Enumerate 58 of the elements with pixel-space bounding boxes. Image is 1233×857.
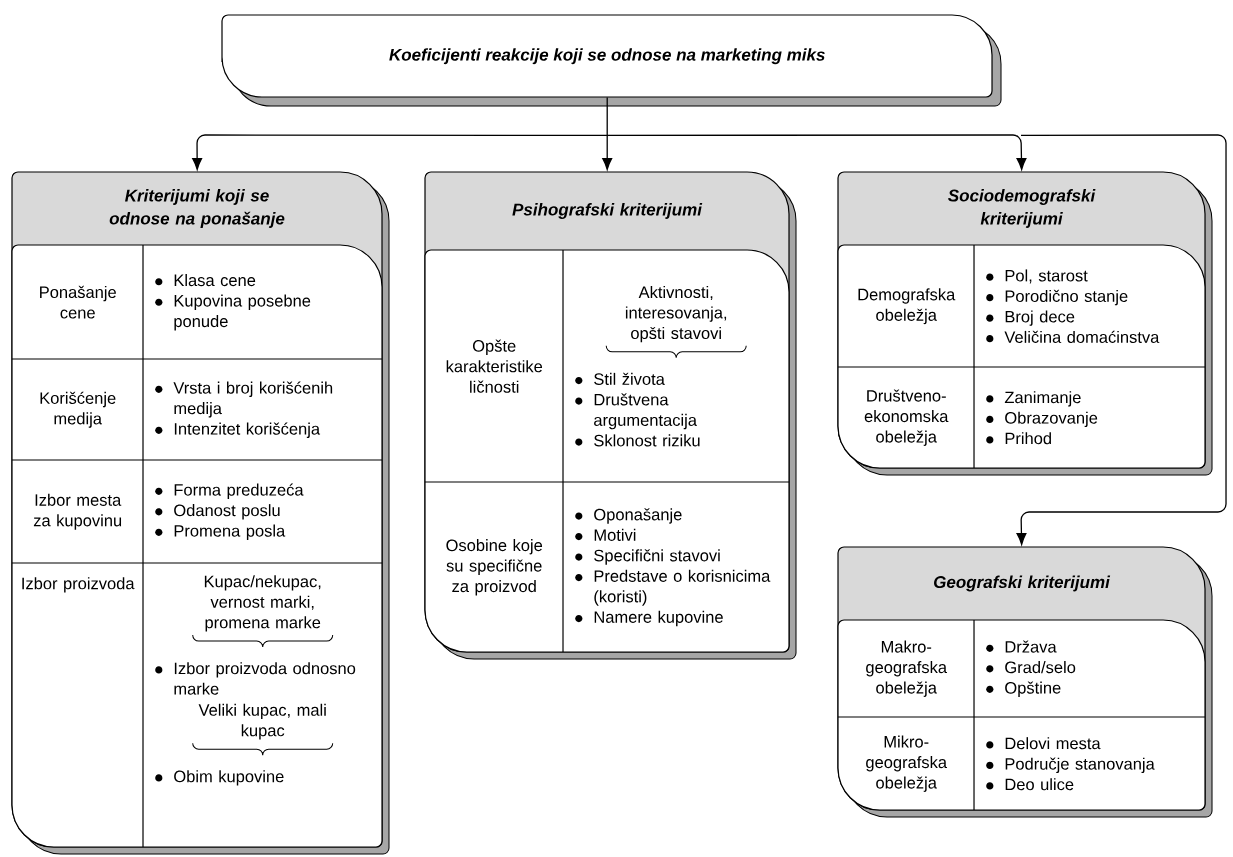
title-box: Koeficijenti reakcije koji se odnose na marketing miks <box>221 14 1002 107</box>
table-cell: Demografska obeležja <box>858 288 956 325</box>
table-cell: Korišćenje medija <box>40 391 116 428</box>
table-cell: Društveno-ekonomska obeležja <box>864 389 949 446</box>
table-cell: Opšte karakteristike ličnosti <box>446 339 543 393</box>
node-label: Društvena argumentacija <box>594 393 697 430</box>
table-cell: Izbor mesta za kupovinu <box>33 493 122 530</box>
table-cell: Oponašanje Motivi Specifični stavovi Predstave o korisnicima (koristi) Namere kupovine <box>575 508 771 627</box>
node-label: Grad/selo <box>1005 661 1076 674</box>
node-label: Intenzitet korišćenja <box>174 422 321 438</box>
table-cell: Klasa cene Kupovina posebne ponude <box>155 274 311 331</box>
table-cell: Država Grad/selo Opštine <box>986 640 1076 697</box>
node-label: Prihod <box>1005 432 1051 445</box>
node-label: Pol, starost <box>1005 269 1088 284</box>
table-cell: Mikro-geografska obeležja <box>866 735 947 792</box>
node-label: Namere kupovine <box>594 610 723 627</box>
table-cell: Ponašanje cene <box>40 285 116 319</box>
node-label: Obrazovanje <box>1005 411 1098 428</box>
node-label: Država <box>1005 640 1057 653</box>
node-label: Sklonost riziku <box>594 434 700 447</box>
table-cell: Izbor proizvoda <box>22 577 135 593</box>
node-label: Obim kupovine <box>174 770 284 786</box>
node-label: Kupac/nekupac, vernost marki, promena marke <box>204 575 321 632</box>
node-label: Promena posla <box>174 524 286 540</box>
table-cell: Vrsta i broj korišćenih medija Intenzitet korišćenja <box>155 381 333 438</box>
node-label: Stil života <box>594 372 665 385</box>
table-cell: Osobine koje su specifične za proizvod <box>446 539 543 596</box>
node-label: Zanimanje <box>1004 391 1081 407</box>
table-cell: Makro-geografska obeležja <box>866 640 947 697</box>
arrow <box>192 134 608 171</box>
node-label: Klasa cene <box>174 274 256 287</box>
node-label: Područje stanovanja <box>1005 757 1155 774</box>
node-label: Specifični stavovi <box>594 549 720 565</box>
node-label: Motivi <box>594 528 636 541</box>
node-label: Oponašanje <box>594 508 682 524</box>
node-label: Forma preduzeća <box>174 483 304 499</box>
table-cell: Aktivnosti, interesovanja, opšti stavovi Stil života Društvena argumentacija Sklonost riziku <box>575 285 747 447</box>
table-cell: Pol, starost Porodično stanje Broj dece Veličina domaćinstva <box>986 269 1160 343</box>
node-label: Veliki kupac, mali kupac <box>198 703 326 740</box>
node-label: Izbor proizvoda odnosno marke <box>174 662 356 695</box>
arrow <box>1016 134 1227 546</box>
node-label: Broj dece <box>1005 310 1075 326</box>
node-label: Predstave o korisnicima (koristi) <box>594 569 771 606</box>
arrow <box>606 134 1027 171</box>
table-cell: Kupac/nekupac, vernost marki, promena marke Izbor proizvoda odnosno marke Veliki kupac, mali kupac Obim kupovine <box>155 575 356 786</box>
node-label: Odanost poslu <box>174 504 280 520</box>
table-cell: Zanimanje Obrazovanje Prihod <box>986 391 1098 445</box>
node-label: Aktivnosti, interesovanja, opšti stavovi <box>625 285 727 343</box>
node-label: Kupovina posebne ponude <box>174 294 311 331</box>
node-label: Deo ulice <box>1005 778 1074 791</box>
node-label: Delovi mesta <box>1005 737 1101 750</box>
node-label: Opštine <box>1005 681 1061 697</box>
table-cell: Forma preduzeća Odanost poslu Promena posla <box>155 483 304 540</box>
table-cell: Delovi mesta Područje stanovanja Deo ulice <box>986 737 1155 791</box>
arrow <box>602 96 613 171</box>
node-label: Porodično stanje <box>1005 289 1128 306</box>
node-label: Veličina domaćinstva <box>1004 330 1160 344</box>
node-label: Vrsta i broj korišćenih medija <box>173 381 333 418</box>
